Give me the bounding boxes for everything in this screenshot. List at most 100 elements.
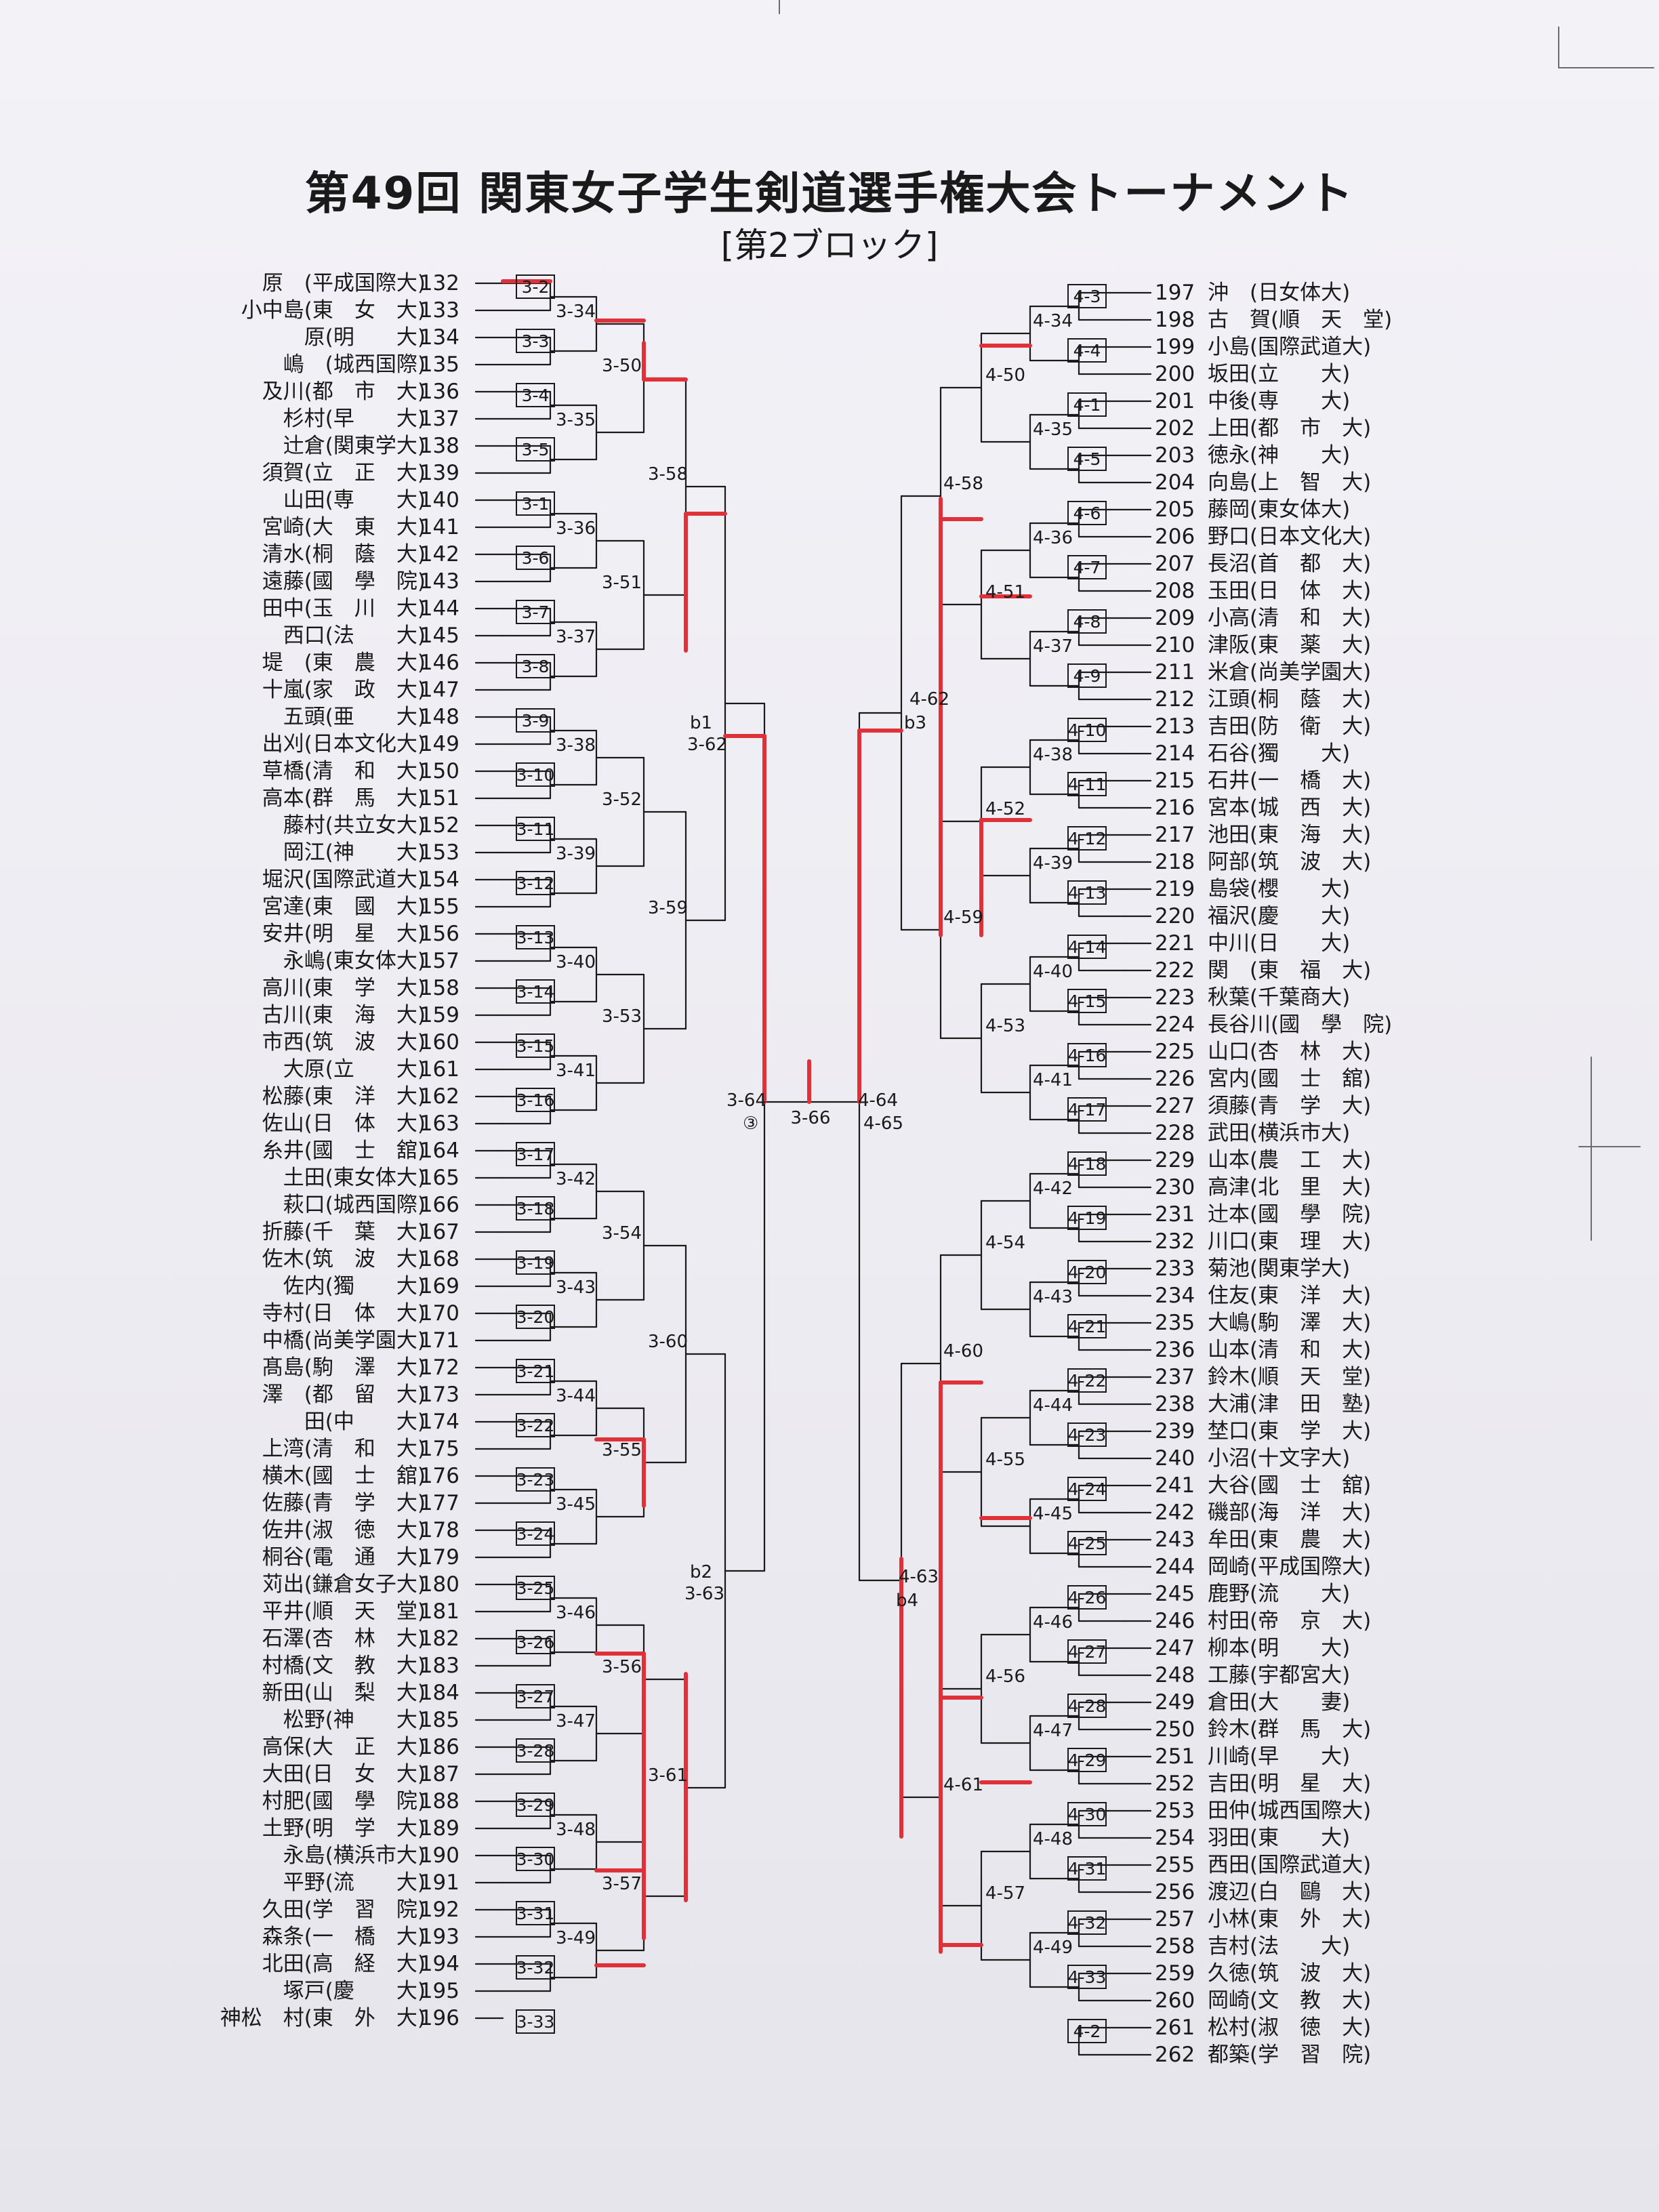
match-label: 3-37 [556,627,596,647]
match-box [1067,1043,1107,1067]
match-label: 3-64 [726,1090,766,1111]
match-box [516,546,555,570]
entry-number: 245 [1155,1582,1195,1606]
entry-name: 宮崎(大 東 大) [262,515,426,539]
entry-number: 207 [1155,552,1195,576]
match-label: 4-32 [1068,1913,1107,1933]
entry-name: 村田(帝 京 大) [1208,1609,1371,1633]
match-label: 3-2 [522,277,550,297]
entry-name: 五頭(亜 大) [283,705,426,729]
block-subtitle: [第2ブロック] [720,226,939,265]
entry-name: 遠藤(國 學 院) [262,569,426,594]
entry-number: 200 [1155,362,1195,386]
entry-number: 217 [1155,823,1195,847]
match-box [516,1901,555,1925]
entry-name: 長谷川(國 學 院) [1208,1012,1392,1037]
entry-name: 島袋(櫻 大) [1208,877,1350,901]
entry-name: 澤 (都 留 大) [262,1382,426,1407]
entry-number: 158 [419,976,459,1000]
entry-number: 230 [1155,1175,1195,1200]
entry-name: 須藤(青 学 大) [1208,1094,1371,1118]
entry-name: 大浦(津 田 塾) [1208,1392,1371,1416]
entry-name: 秋葉(千葉商大) [1208,985,1350,1010]
entry-name: 森条(一 橋 大) [262,1925,426,1949]
match-box [516,1521,555,1546]
match-label: 3-22 [516,1416,555,1435]
entry-number: 192 [419,1898,459,1922]
entry-number: 166 [419,1193,459,1217]
entry-number: 241 [1155,1473,1195,1498]
match-label: 3-35 [556,410,596,430]
match-label: 4-4 [1073,341,1101,361]
entry-name: 村橋(文 教 大) [262,1654,426,1678]
match-box [1067,338,1107,363]
match-box [516,654,555,678]
entry-name: 宮達(東 國 大) [262,895,426,919]
entry-name: 髙島(駒 澤 大) [262,1355,426,1380]
match-box [516,1196,555,1221]
match-box [516,708,555,733]
match-label: 4-5 [1073,449,1101,469]
entry-number: 140 [419,488,459,512]
match-label: 4-29 [1068,1750,1107,1770]
match-box [516,1955,555,1980]
match-label: 3-15 [516,1036,555,1056]
entry-name: 羽田(東 大) [1208,1826,1350,1850]
match-box [1067,1422,1107,1447]
entry-number: 210 [1155,633,1195,657]
entry-number: 181 [419,1599,459,1624]
match-label: 4-44 [1033,1395,1073,1416]
match-label: 3-7 [522,602,550,622]
entry-number: 148 [419,705,459,729]
match-label: 4-42 [1033,1179,1073,1199]
match-label: 3-34 [556,302,596,322]
match-label: 3-51 [602,573,642,593]
entry-name: 中後(専 大) [1208,389,1350,413]
match-label: 3-47 [556,1711,596,1732]
match-label: ③ [743,1113,758,1134]
entry-name: 新田(山 梨 大) [262,1681,426,1705]
entry-name: 吉村(法 大) [1208,1934,1350,1959]
match-box [1067,1910,1107,1935]
match-box [1067,663,1107,688]
entry-name: 小沼(十文字大) [1208,1446,1350,1471]
entry-number: 204 [1155,470,1195,495]
entry-number: 194 [419,1952,459,1976]
entry-number: 163 [419,1111,459,1136]
match-label: 4-61 [943,1775,983,1795]
match-label: 4-51 [985,582,1025,602]
entry-name: 折藤(千 葉 大) [262,1220,426,1244]
entry-number: 226 [1155,1067,1195,1091]
entry-number: 259 [1155,1961,1195,1986]
match-label: 4-24 [1068,1479,1107,1499]
match-label: 3-57 [602,1874,642,1894]
entry-name: 原(明 大) [304,325,426,350]
match-label: 4-20 [1068,1263,1107,1282]
entry-number: 253 [1155,1799,1195,1823]
match-label: 3-23 [516,1470,555,1490]
match-box [516,1305,555,1329]
entry-number: 167 [419,1220,459,1244]
match-box [1067,284,1107,308]
match-label: 4-55 [985,1450,1025,1470]
entry-name: 堀沢(国際武道大) [262,867,426,892]
match-label: 4-41 [1033,1070,1073,1090]
match-box [516,1413,555,1437]
match-label: 3-56 [602,1657,642,1677]
entry-number: 173 [419,1382,459,1407]
match-label: 3-48 [556,1820,596,1840]
entry-name: 徳永(神 大) [1208,443,1350,468]
entry-number: 188 [419,1789,459,1814]
match-box [1067,2019,1107,2043]
match-label: 4-10 [1068,720,1107,740]
entry-number: 169 [419,1274,459,1298]
match-label: 3-4 [522,386,550,405]
entry-name: 米倉(尚美学園大) [1208,660,1371,684]
entry-number: 238 [1155,1392,1195,1416]
entry-number: 150 [419,759,459,783]
match-label: 4-64 [858,1090,898,1111]
entry-number: 228 [1155,1121,1195,1145]
entry-number: 202 [1155,416,1195,441]
match-box [516,383,555,407]
